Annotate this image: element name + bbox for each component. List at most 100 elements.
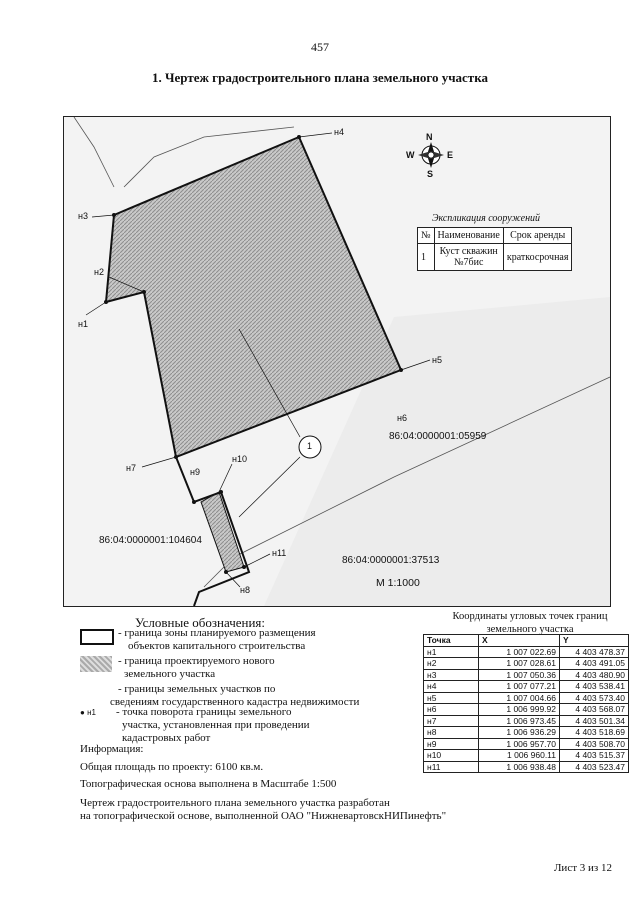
info-footer-line2: на топографической основе, выполненной О… [80,810,447,822]
coordinate-y: 4 403 518.69 [559,726,629,739]
explication-name-line1: Куст скважин [439,246,498,257]
cadastral-number: 86:04:0000001:37513 [342,555,440,566]
point-label-n10: н10 [232,454,247,464]
explication-title: Экспликация сооружений [432,213,541,224]
coordinates-header: Y [559,634,629,647]
coordinate-point: н3 [423,668,479,681]
coordinate-y: 4 403 478.37 [559,645,629,658]
coordinate-y: 4 403 568.07 [559,703,629,716]
info-topo: Топографическая основа выполнена в Масшт… [80,778,337,790]
map-frame: N S W E н1 н2 н3 н4 н5 н6 н7 н8 н9 н10 н… [63,116,611,607]
point-label-n4: н4 [334,127,344,137]
coordinate-point: н7 [423,714,479,727]
coordinates-header: Точка [423,634,479,647]
parcel-boundary-line [73,117,115,188]
explication-term: краткосрочная [502,243,573,271]
coordinate-point: н5 [423,691,479,704]
coordinates-header: X [478,634,560,647]
coordinate-x: 1 006 960.11 [478,749,560,762]
coordinate-point: н4 [423,680,479,693]
coordinate-x: 1 006 999.92 [478,703,560,716]
compass-icon [418,142,444,168]
coordinate-x: 1 007 028.61 [478,657,560,670]
explication-table: № Наименование Срок аренды 1 Куст скважи… [417,227,573,271]
coordinate-x: 1 007 050.36 [478,668,560,681]
map-scale: М 1:1000 [376,577,420,589]
coordinate-x: 1 006 973.45 [478,714,560,727]
compass-north: N [426,132,433,142]
coordinate-x: 1 006 938.48 [478,760,560,773]
legend-hatch-symbol [80,656,112,672]
legend-point-marker: ● н1 [80,708,96,717]
point-label-n3: н3 [78,211,88,221]
point-label-n2: н2 [94,267,104,277]
info-area: Общая площадь по проекту: 6100 кв.м. [80,761,264,773]
coordinate-x: 1 007 004.66 [478,691,560,704]
coordinate-point: н1 [423,645,479,658]
legend-zone-symbol [80,629,114,645]
coordinate-y: 4 403 491.05 [559,657,629,670]
point-label-n1: н1 [78,319,88,329]
point-label-n5: н5 [432,355,442,365]
coordinate-point: н2 [423,657,479,670]
explication-name-line2: №7бис [453,257,484,268]
coordinate-y: 4 403 523.47 [559,760,629,773]
explication-name: Куст скважин №7бис [433,243,504,271]
compass-south: S [427,169,434,179]
explication-header: Срок аренды [502,227,573,244]
point-label-n9: н9 [190,467,200,477]
explication-num: 1 [417,243,435,271]
legend-item-new-parcel: - граница проектируемого нового земельно… [118,655,275,680]
coordinate-point: н6 [423,703,479,716]
point-label-n7: н7 [126,463,136,473]
coordinate-y: 4 403 501.34 [559,714,629,727]
explication-header: Наименование [433,227,504,244]
coordinate-x: 1 006 936.29 [478,726,560,739]
site-plan-drawing [64,117,610,606]
coordinate-y: 4 403 515.37 [559,749,629,762]
coordinate-point: н10 [423,749,479,762]
cadastral-number: 86:04:0000001:104604 [99,535,202,546]
legend-item-zone: - граница зоны планируемого размещения о… [118,627,316,652]
coordinate-y: 4 403 573.40 [559,691,629,704]
coordinate-x: 1 007 077.21 [478,680,560,693]
callout-circle [298,435,322,459]
coordinate-y: 4 403 508.70 [559,737,629,750]
point-label-n8: н8 [240,585,250,595]
point-label-n6: н6 [397,413,407,423]
compass-west: W [406,150,415,160]
parcel-boundary-line [123,126,295,188]
coordinates-title: Координаты угловых точек границ земельно… [452,611,608,635]
legend-title: Условные обозначения: [135,615,266,630]
coordinate-point: н9 [423,737,479,750]
point-label-n11: н11 [272,548,287,558]
coordinate-x: 1 006 957.70 [478,737,560,750]
info-footer-line1: Чертеж градостроительного плана земельно… [80,797,390,809]
legend-item-cadastral: - границы земельных участков по сведения… [110,683,360,708]
compass-east: E [447,150,454,160]
coordinate-y: 4 403 538.41 [559,680,629,693]
info-heading: Информация: [80,743,144,755]
coordinate-point: н11 [423,760,479,773]
zone-boundary-line [175,456,251,606]
callout-label: 1 [307,441,313,451]
legend-item-point: - точка поворота границы земельного учас… [116,706,310,744]
explication-header: № [417,227,435,244]
coordinate-y: 4 403 480.90 [559,668,629,681]
cadastral-number: 86:04:0000001:05959 [389,431,487,442]
sheet-number: Лист 3 из 12 [553,862,612,874]
page-number: 457 [311,40,329,54]
